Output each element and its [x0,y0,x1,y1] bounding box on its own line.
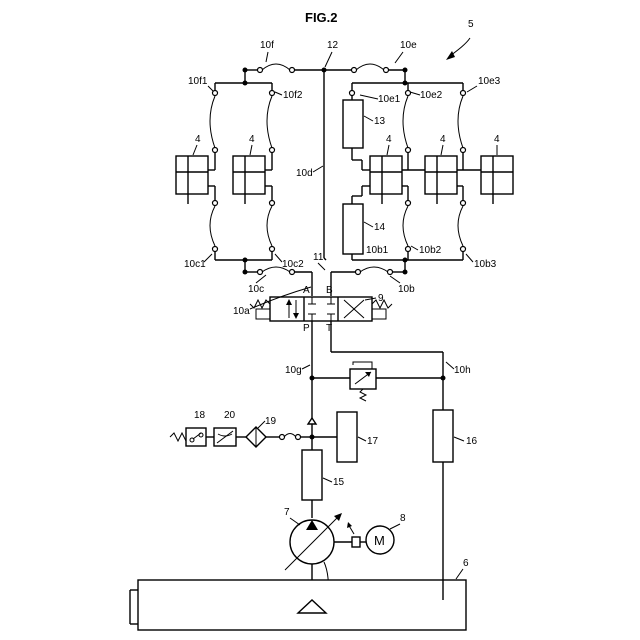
label-14: 14 [374,222,386,233]
filter-15 [302,450,322,518]
label-13: 13 [374,116,386,127]
relief-valve [350,362,443,401]
label-8: 8 [400,513,406,524]
bottom-line [243,267,408,296]
label-4-3: 4 [386,134,392,145]
label-10b2: 10b2 [419,245,442,256]
label-7: 7 [284,507,290,518]
label-10e1: 10e1 [378,94,401,105]
label-10h: 10h [454,365,471,376]
arrow-5 [446,38,470,60]
label-4-2: 4 [249,134,255,145]
label-10b3: 10b3 [474,259,497,270]
label-10b: 10b [398,284,415,295]
label-10b1: 10b1 [366,245,389,256]
figure-title: FIG.2 [305,10,338,25]
top-line [243,64,464,86]
label-10c1: 10c1 [184,259,206,270]
label-16: 16 [466,436,478,447]
cylinder-5 [481,156,513,204]
label-10g: 10g [285,365,302,376]
label-B: B [326,285,333,296]
label-4-1: 4 [195,134,201,145]
cylinder-4 [425,156,457,204]
label-12: 12 [327,40,339,51]
label-19: 19 [265,416,277,427]
label-10e: 10e [400,40,417,51]
label-P: P [303,323,310,334]
label-4-4: 4 [440,134,446,145]
center-line-10d [324,70,326,260]
label-15: 15 [333,477,345,488]
label-17: 17 [367,436,379,447]
label-10c: 10c [248,284,264,295]
label-10f: 10f [260,40,274,51]
left-branch [170,427,312,447]
label-6: 6 [463,558,469,569]
label-20: 20 [224,410,236,421]
label-10e3: 10e3 [478,76,501,87]
component-14 [343,204,363,254]
label-9: 9 [378,293,384,304]
left-upper-manifold [208,70,275,170]
label-10a: 10a [233,306,250,317]
cylinder-1 [176,156,208,204]
right-lower-manifold [343,186,466,272]
label-10f2: 10f2 [283,90,303,101]
motor-8: M [347,522,394,554]
cylinder-3 [370,156,402,204]
accumulator-17 [337,412,357,462]
component-13 [343,100,363,148]
component-16 [433,410,453,462]
label-10d: 10d [296,168,313,179]
label-11: 11 [313,252,324,263]
left-lower-manifold [208,186,275,272]
label-10e2: 10e2 [420,90,443,101]
label-4-5: 4 [494,134,500,145]
label-10f1: 10f1 [188,76,208,87]
cylinder-2 [233,156,265,204]
label-5: 5 [468,19,474,30]
motor-label: M [374,533,385,548]
label-A: A [303,285,310,296]
tank-6 [130,580,466,630]
label-18: 18 [194,410,206,421]
label-10c2: 10c2 [282,259,304,270]
